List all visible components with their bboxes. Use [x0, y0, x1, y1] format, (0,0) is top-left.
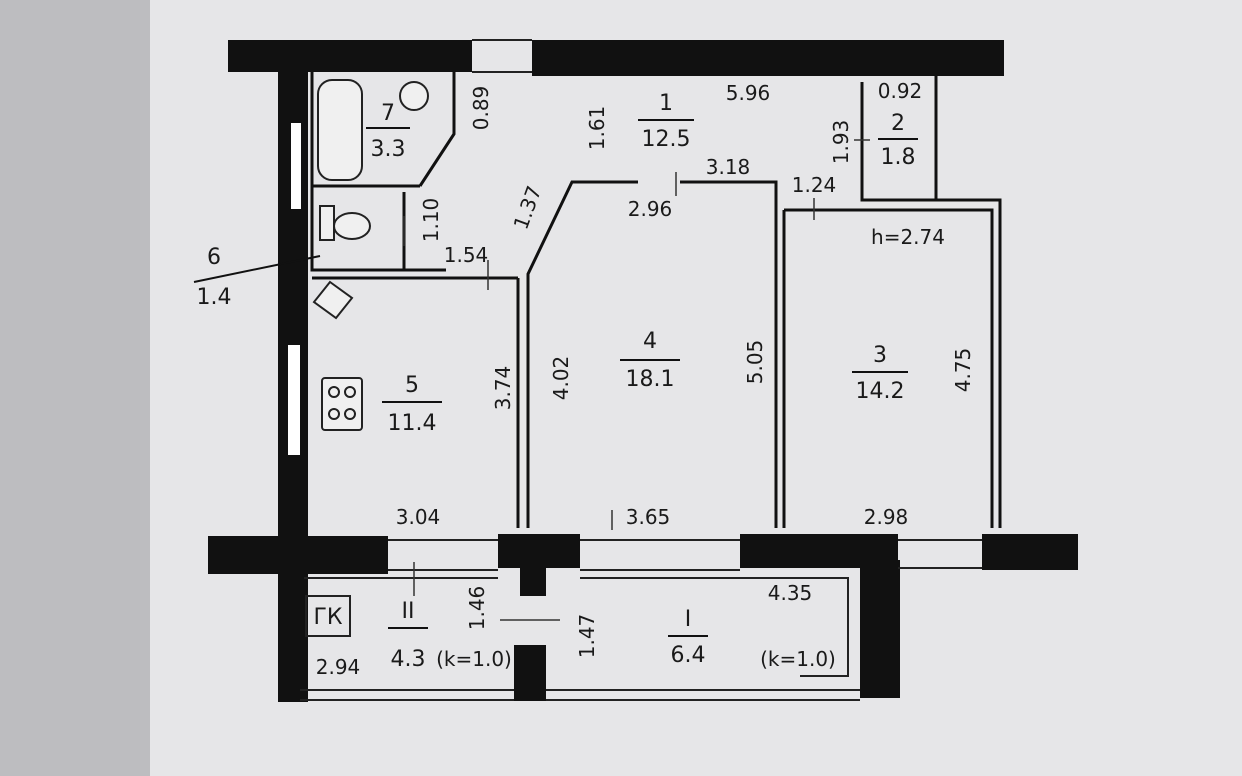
interior-walls — [310, 72, 1002, 528]
dim-5-05: 5.05 — [743, 340, 767, 385]
dim-1-47: 1.47 — [575, 614, 599, 659]
dim-1-24: 1.24 — [792, 173, 837, 197]
dimension-labels: 5.96 0.92 3.18 1.24 2.96 1.54 3.04 3.65 … — [316, 79, 975, 679]
dim-3-74: 3.74 — [491, 366, 515, 411]
radiators — [286, 121, 303, 457]
room-7-area: 3.3 — [371, 137, 406, 162]
fixtures — [312, 79, 429, 431]
room-6-area: 1.4 — [197, 285, 232, 310]
dim-1-93: 1.93 — [829, 120, 853, 165]
room-1-number: 1 — [659, 91, 673, 116]
dim-4-35: 4.35 — [768, 581, 813, 605]
dim-4-75: 4.75 — [951, 348, 975, 393]
loggia-2-coefficient: (k=1.0) — [436, 647, 512, 671]
dim-1-10: 1.10 — [419, 198, 443, 243]
room-4-number: 4 — [643, 329, 657, 354]
room-2-area: 1.8 — [881, 145, 916, 170]
room-3-number: 3 — [873, 343, 887, 368]
dim-1-54: 1.54 — [444, 243, 489, 267]
loggia-2-area: 4.3 — [391, 647, 426, 672]
window-markers — [300, 39, 982, 701]
loggia-1-area: 6.4 — [671, 643, 706, 668]
room-6-number: 6 — [207, 245, 221, 270]
dim-1-61: 1.61 — [585, 106, 609, 151]
loggia-1-number: I — [685, 607, 692, 632]
room-7-number: 7 — [381, 101, 395, 126]
room-1-area: 12.5 — [642, 127, 691, 152]
gk-label: ГК — [313, 605, 342, 630]
dim-4-02: 4.02 — [549, 356, 573, 401]
dim-0-92: 0.92 — [878, 79, 923, 103]
dim-0-89: 0.89 — [469, 86, 493, 131]
leader-line-room-6 — [193, 255, 321, 283]
room-5-number: 5 — [405, 373, 419, 398]
room-4-area: 18.1 — [626, 367, 675, 392]
room-5-area: 11.4 — [388, 411, 437, 436]
dim-2-98: 2.98 — [864, 505, 909, 529]
paper-shadow — [0, 0, 150, 776]
dimension-ticks — [403, 139, 870, 621]
loggia-outline — [304, 577, 849, 677]
dim-3-65: 3.65 — [626, 505, 671, 529]
dim-1-46: 1.46 — [465, 586, 489, 631]
room-3-area: 14.2 — [856, 379, 905, 404]
room-2-number: 2 — [891, 111, 905, 136]
dim-3-18: 3.18 — [706, 155, 751, 179]
loggia-2-number: II — [402, 599, 415, 624]
dim-2-94: 2.94 — [316, 655, 361, 679]
dim-3-04: 3.04 — [396, 505, 441, 529]
dim-2-96: 2.96 — [628, 197, 673, 221]
loggia-1-coefficient: (k=1.0) — [760, 647, 836, 671]
dim-5-96: 5.96 — [726, 81, 771, 105]
ceiling-height: h=2.74 — [871, 225, 945, 249]
room-labels: 7 3.3 1 12.5 2 1.8 4 18.1 3 14.2 5 11.4 … — [197, 91, 945, 672]
